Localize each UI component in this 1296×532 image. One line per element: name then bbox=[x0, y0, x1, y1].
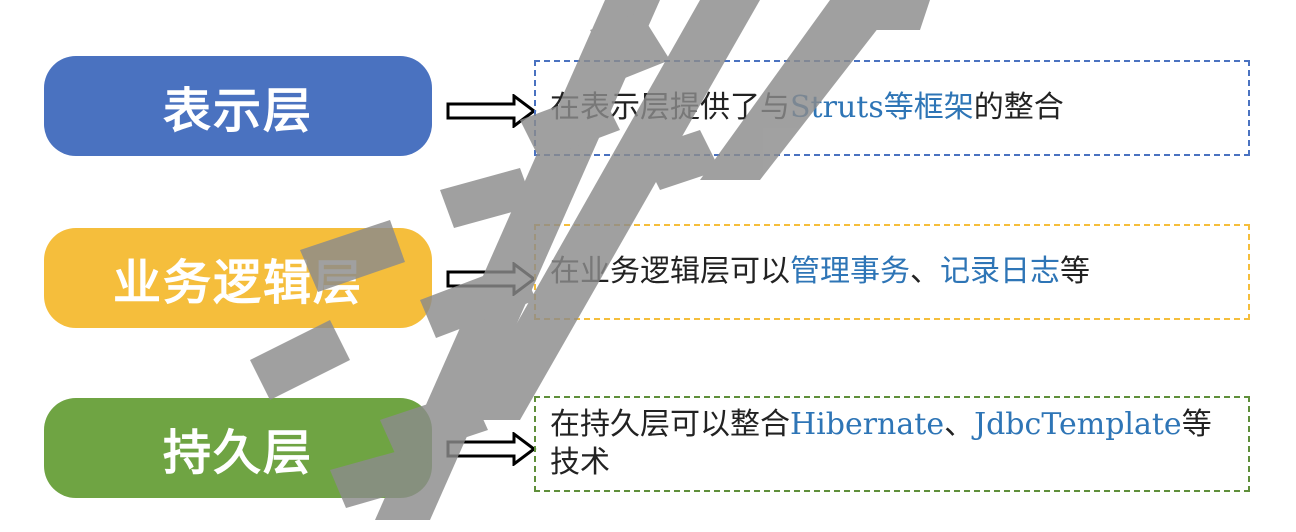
layer-description: 在业务逻辑层可以管理事务、记录日志等 bbox=[550, 253, 1090, 291]
layer-pill-presentation: 表示层 bbox=[44, 56, 432, 156]
layer-pill-business-logic: 业务逻辑层 bbox=[44, 228, 432, 328]
description-text: 在表示层提供了与 bbox=[550, 90, 790, 125]
layer-description: 在表示层提供了与Struts等框架的整合 bbox=[550, 89, 1064, 127]
right-arrow-icon bbox=[446, 262, 537, 296]
layer-description-box: 在表示层提供了与Struts等框架的整合 bbox=[534, 60, 1250, 156]
description-text: 等 bbox=[1060, 254, 1090, 289]
layer-description: 在持久层可以整合Hibernate、JdbcTemplate等技术 bbox=[550, 406, 1218, 482]
description-highlight: 记录日志 bbox=[940, 254, 1060, 289]
description-highlight: Hibernate bbox=[790, 407, 945, 442]
description-text: 、 bbox=[910, 254, 940, 289]
description-text: 在持久层可以整合 bbox=[550, 407, 790, 442]
layer-label: 业务逻辑层 bbox=[112, 255, 363, 311]
layer-label: 表示层 bbox=[162, 83, 313, 139]
description-text: 的整合 bbox=[973, 90, 1064, 125]
description-text: 在业务逻辑层可以 bbox=[550, 254, 790, 289]
layer-description-box: 在业务逻辑层可以管理事务、记录日志等 bbox=[534, 224, 1250, 320]
right-arrow-icon bbox=[446, 432, 537, 466]
description-text: 、 bbox=[944, 407, 975, 442]
description-highlight: JdbcTemplate bbox=[974, 407, 1182, 442]
layer-description-box: 在持久层可以整合Hibernate、JdbcTemplate等技术 bbox=[534, 396, 1250, 492]
layer-pill-persistence: 持久层 bbox=[44, 398, 432, 498]
right-arrow-icon bbox=[446, 94, 537, 128]
layer-label: 持久层 bbox=[162, 425, 313, 481]
description-highlight: Struts等框架 bbox=[790, 90, 974, 125]
description-highlight: 管理事务 bbox=[790, 254, 910, 289]
